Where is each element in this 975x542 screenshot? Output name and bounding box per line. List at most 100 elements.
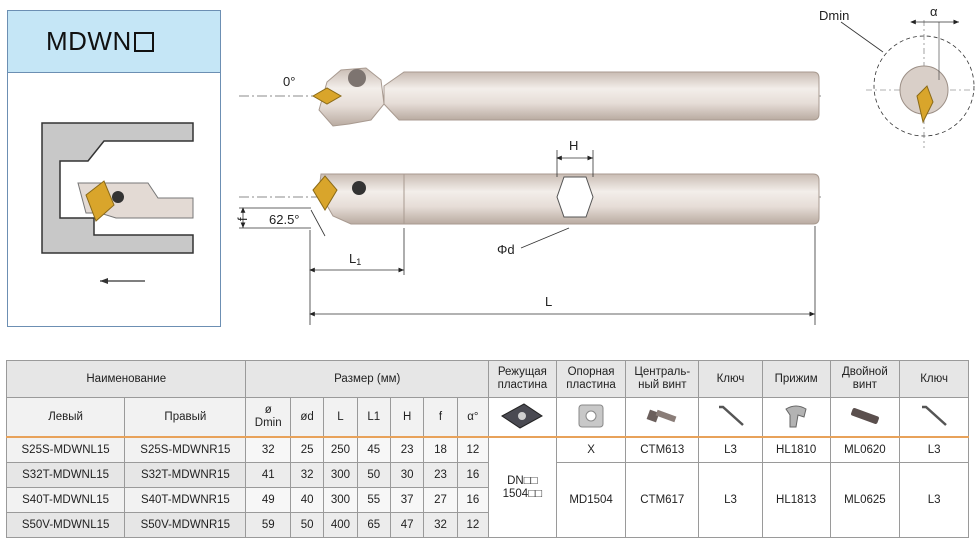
dim-H-label: H bbox=[569, 138, 578, 153]
subheader-d: ød bbox=[289, 397, 325, 438]
alpha-label: α bbox=[930, 4, 938, 19]
cell-clamp: HL1813 bbox=[761, 462, 831, 538]
table-row: S40T-MDWNL15 S40T-MDWNR15 49 40 300 55 3… bbox=[5, 487, 969, 513]
cell-L1: 45 bbox=[356, 436, 391, 463]
cell-dmin: 59 bbox=[245, 512, 291, 538]
top-shank bbox=[383, 71, 820, 121]
header-key1: Ключ bbox=[698, 360, 763, 398]
cell-right: S50V-MDWNR15 bbox=[124, 512, 247, 538]
cell-alpha: 12 bbox=[456, 436, 490, 463]
hex-section bbox=[556, 176, 594, 218]
cell-H: 23 bbox=[389, 436, 425, 463]
dim-L-label: L bbox=[545, 294, 552, 309]
center-screw-image bbox=[625, 397, 700, 438]
cell-L1: 65 bbox=[356, 512, 391, 538]
cell-left: S50V-MDWNL15 bbox=[5, 512, 126, 538]
top-view: 0° bbox=[239, 67, 821, 127]
insert-icon bbox=[85, 180, 115, 222]
feed-arrow-head bbox=[100, 278, 108, 284]
workpiece-section bbox=[41, 122, 194, 254]
cell-alpha: 12 bbox=[456, 512, 490, 538]
cell-H: 47 bbox=[389, 512, 425, 538]
cell-insert: DN□□1504□□ bbox=[488, 436, 557, 538]
side-shank bbox=[403, 173, 820, 225]
cell-alpha: 16 bbox=[456, 487, 490, 513]
center-screw-icon bbox=[646, 409, 677, 422]
top-head bbox=[318, 67, 385, 127]
cell-clamp: HL1810 bbox=[761, 436, 831, 463]
cell-center-screw: CTM613 bbox=[625, 436, 700, 463]
side-insert-icon bbox=[312, 175, 338, 211]
subheader-L: L bbox=[323, 397, 358, 438]
dim-d-label: Φd bbox=[497, 242, 515, 257]
hex-key-icon bbox=[718, 405, 744, 426]
cell-d: 50 bbox=[289, 512, 325, 538]
header-name: Наименование bbox=[5, 360, 247, 398]
cell-left: S40T-MDWNL15 bbox=[5, 487, 126, 513]
cell-f: 23 bbox=[423, 462, 458, 488]
cell-support: MD1504 bbox=[555, 462, 627, 538]
cell-key1: L3 bbox=[698, 462, 763, 538]
cell-f: 32 bbox=[423, 512, 458, 538]
cell-dmin: 41 bbox=[245, 462, 291, 488]
cell-H: 30 bbox=[389, 462, 425, 488]
insert-rhombus-icon bbox=[501, 402, 544, 429]
subheader-f: f bbox=[423, 397, 458, 438]
end-view: Dmin α bbox=[819, 4, 975, 148]
model-panel: MDWN bbox=[7, 10, 221, 327]
cell-key2: L3 bbox=[899, 462, 969, 538]
cell-dmin: 49 bbox=[245, 487, 291, 513]
cell-L: 300 bbox=[323, 487, 358, 513]
cell-L: 400 bbox=[323, 512, 358, 538]
cell-center-screw: CTM617 bbox=[625, 462, 700, 538]
key2-image bbox=[899, 397, 969, 438]
key1-image bbox=[698, 397, 763, 438]
end-insert-icon bbox=[916, 85, 934, 124]
support-plate-icon bbox=[578, 404, 604, 427]
subheader-right: Правый bbox=[124, 397, 247, 438]
cell-double-screw: ML0625 bbox=[829, 462, 901, 538]
top-insert-icon bbox=[311, 87, 343, 105]
hex-key-icon bbox=[922, 405, 947, 426]
model-code: MDWN bbox=[46, 26, 132, 56]
double-screw-icon bbox=[850, 407, 879, 424]
cell-L1: 55 bbox=[356, 487, 391, 513]
cell-d: 40 bbox=[289, 487, 325, 513]
top-clamp-icon bbox=[348, 69, 366, 87]
cell-L: 300 bbox=[323, 462, 358, 488]
cell-dmin: 32 bbox=[245, 436, 291, 463]
cell-H: 37 bbox=[389, 487, 425, 513]
table-row: S25S-MDWNL15 S25S-MDWNR15 32 25 250 45 2… bbox=[5, 436, 969, 538]
cell-d: 25 bbox=[289, 436, 325, 463]
subheader-left: Левый bbox=[5, 397, 126, 438]
angle-zero-label: 0° bbox=[283, 74, 295, 89]
cell-d: 32 bbox=[289, 462, 325, 488]
bore-schematic bbox=[41, 122, 194, 284]
cell-right: S32T-MDWNR15 bbox=[124, 462, 247, 488]
subheader-H: H bbox=[389, 397, 425, 438]
cell-f: 27 bbox=[423, 487, 458, 513]
side-screw-icon bbox=[352, 181, 366, 195]
cell-left: S25S-MDWNL15 bbox=[5, 436, 126, 463]
model-code-box bbox=[133, 31, 154, 52]
cell-right: S25S-MDWNR15 bbox=[124, 436, 247, 463]
cell-support: X bbox=[555, 436, 627, 463]
dim-f-label: f bbox=[235, 217, 250, 221]
header-key2: Ключ bbox=[899, 360, 969, 398]
cell-f: 18 bbox=[423, 436, 458, 463]
insert-image bbox=[488, 397, 557, 438]
side-view: H Φd f 62.5° L1 L bbox=[235, 138, 821, 325]
header-clamp: Прижим bbox=[761, 360, 831, 398]
dim-L1-label: L1 bbox=[349, 251, 361, 267]
tool-drawing: 0° H Φd f 62.5° L1 L bbox=[235, 4, 975, 325]
dim-d-leader bbox=[520, 227, 570, 249]
clamp-image bbox=[761, 397, 831, 438]
dmin-label: Dmin bbox=[819, 8, 849, 23]
cell-key2: L3 bbox=[899, 436, 969, 463]
cell-L: 250 bbox=[323, 436, 358, 463]
header-size: Размер (мм) bbox=[245, 360, 490, 398]
model-code-header: MDWN bbox=[8, 11, 220, 73]
